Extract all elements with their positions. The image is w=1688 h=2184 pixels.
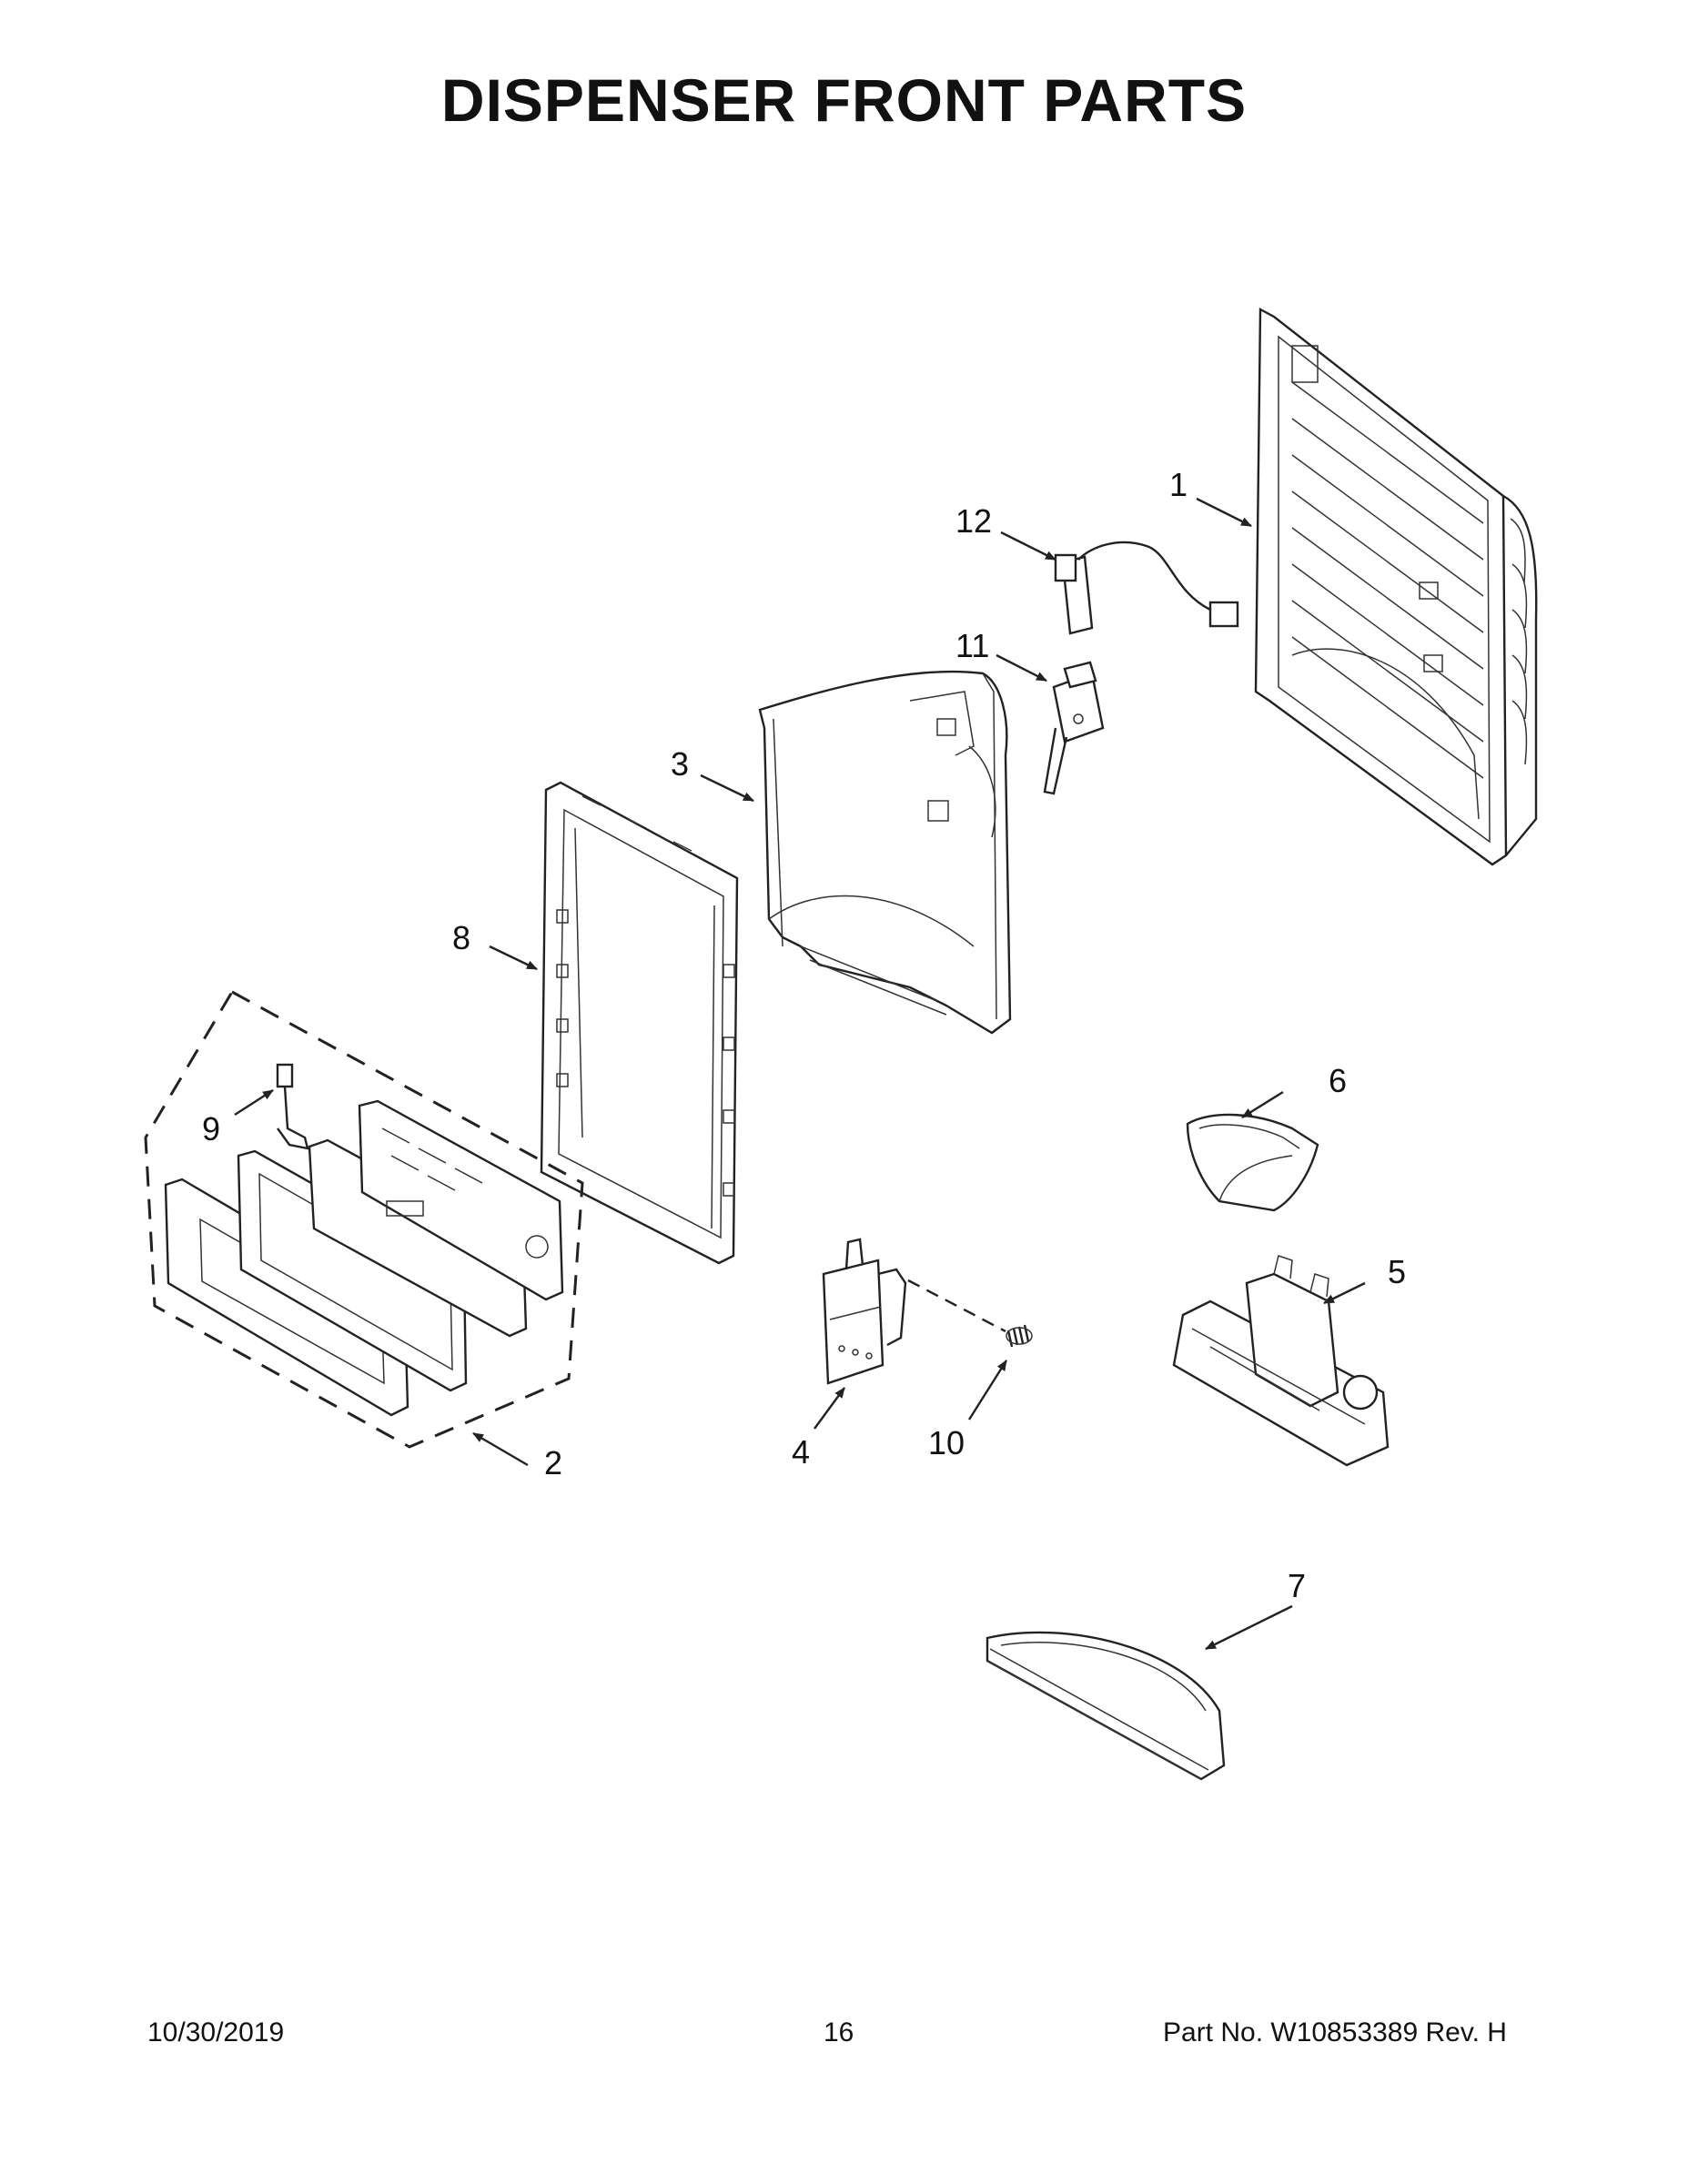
part-2-control-assembly [144, 989, 584, 1449]
part-12-wire-harness [1054, 541, 1239, 635]
footer-page-number: 16 [824, 2017, 854, 2048]
footer-date: 10/30/2019 [147, 2017, 285, 2048]
footer-part-number: Part No. W10853389 Rev. H [1163, 2017, 1507, 2048]
callout-10: 10 [928, 1424, 965, 1461]
callout-1: 1 [1169, 466, 1188, 503]
callout-2: 2 [544, 1444, 562, 1481]
callout-4: 4 [792, 1433, 810, 1471]
callout-leaders [234, 497, 1366, 1651]
part-4-dispenser-paddle [822, 1238, 907, 1385]
part-8-bezel-frame [540, 781, 739, 1265]
part-5-actuator-assembly [1172, 1255, 1390, 1467]
callout-labels: 1 2 3 4 5 6 7 8 9 10 11 12 [202, 466, 1406, 1604]
callout-11: 11 [955, 627, 989, 664]
callout-8: 8 [452, 919, 470, 956]
callout-6: 6 [1329, 1062, 1347, 1099]
callout-3: 3 [671, 745, 689, 783]
callout-5: 5 [1388, 1253, 1406, 1290]
callout-12: 12 [955, 502, 992, 540]
part-11-micro-switch [1043, 661, 1105, 795]
page-title: DISPENSER FRONT PARTS [440, 66, 1248, 134]
callout-9: 9 [202, 1110, 220, 1148]
part-1-dispenser-housing [1254, 308, 1538, 866]
part-3-chute-housing [758, 670, 1012, 1035]
callout-7: 7 [1288, 1567, 1306, 1604]
part-10-spring [907, 1279, 1033, 1348]
part-6-funnel [1186, 1113, 1319, 1212]
part-7-drip-tray [986, 1631, 1226, 1781]
